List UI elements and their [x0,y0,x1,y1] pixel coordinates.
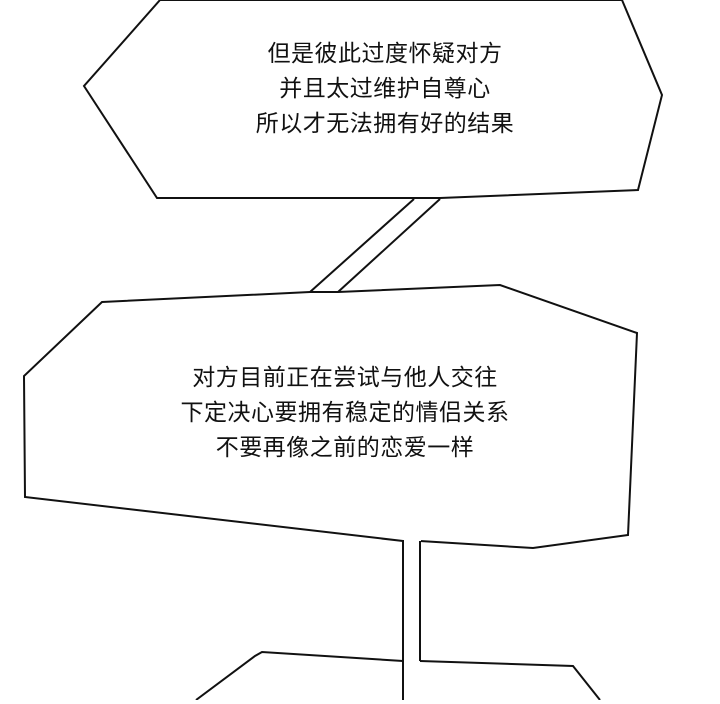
top-bubble-line-2: 并且太过维护自尊心 [279,76,491,102]
top-bubble-line-3: 所以才无法拥有好的结果 [255,111,515,137]
top-speech-bubble [82,0,664,199]
bubble-connector-right-edge [337,198,441,293]
middle-bubble-line-1: 对方目前正在尝试与他人交往 [192,365,498,391]
bottom-speech-bubble-edge-right [419,660,601,701]
middle-bubble-text: 对方目前正在尝试与他人交往 下定决心要拥有稳定的情侣关系 不要再像之前的恋爱一样 [100,361,590,466]
top-bubble-line-1: 但是彼此过度怀疑对方 [267,41,503,67]
bubble-connector-left-edge [309,198,415,293]
bottom-speech-bubble-edge [195,650,404,701]
bubble-connector-tail [310,199,440,292]
top-bubble-text: 但是彼此过度怀疑对方 并且太过维护自尊心 所以才无法拥有好的结果 [200,37,570,142]
middle-bubble-line-2: 下定决心要拥有稳定的情侣关系 [180,400,510,426]
middle-bubble-line-3: 不要再像之前的恋爱一样 [215,435,475,461]
middle-speech-bubble [22,283,639,550]
